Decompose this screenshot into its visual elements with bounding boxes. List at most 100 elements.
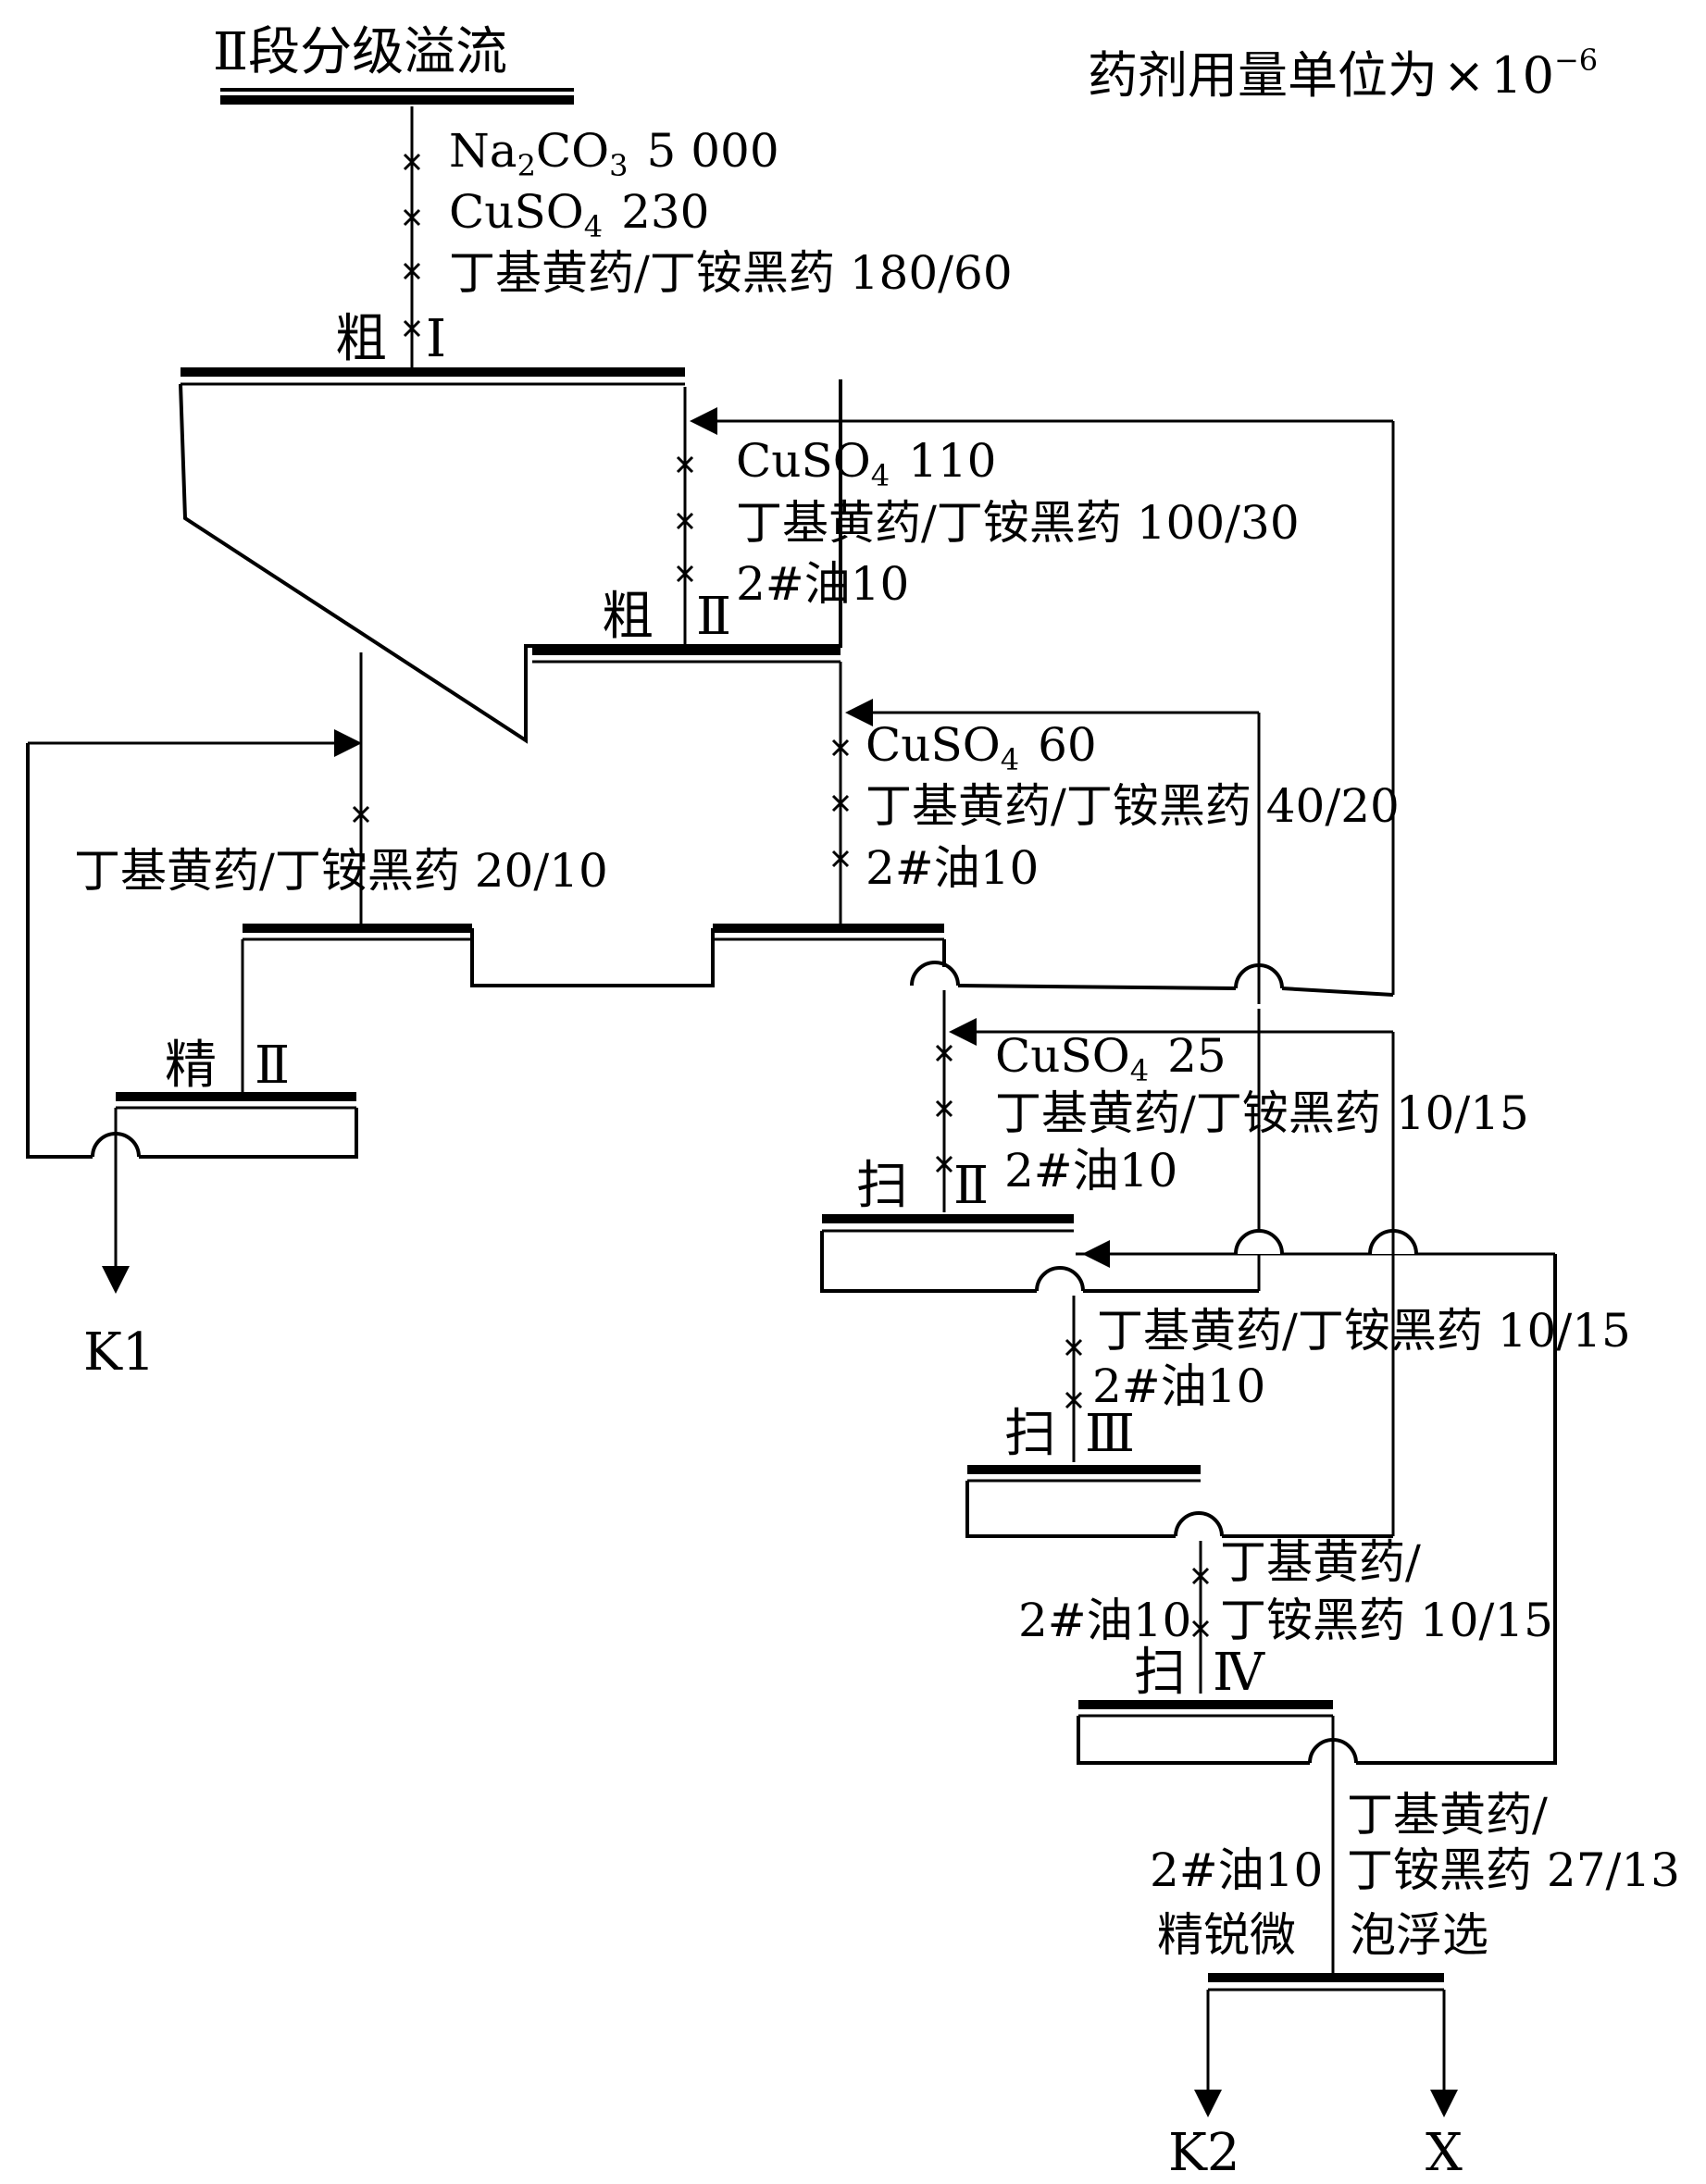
stage-scav2	[820, 1214, 1259, 1293]
stage-scav2-label: 扫 Ⅱ	[856, 1156, 989, 1216]
flow-line-53	[820, 1231, 1037, 1293]
flow-line-42	[139, 1108, 358, 1159]
text-reagents-r1-na2co3_b: CO	[536, 124, 609, 178]
text-reagents-r1-na2co3_s2: 3	[609, 148, 628, 183]
text-reagents-r4-cuso4_v: 60	[1038, 718, 1097, 772]
text-reagents-r5-cuso4_s: 4	[1130, 1053, 1149, 1088]
text-reagents-r6-xanth: 丁基黄药/丁铵黑药 10/15	[1097, 1304, 1631, 1358]
flow-line-54	[1035, 1266, 1085, 1292]
flow-line-66	[965, 1481, 1176, 1538]
text-unit_note-text: 药剂用量单位为	[1088, 46, 1438, 105]
text-reagents-r7-xanth2: 丁铵黑药 10/15	[1220, 1594, 1553, 1647]
svg-text:药剂用量单位为×10−6: 药剂用量单位为×10−6	[1088, 43, 1598, 105]
text-reagents-r5-cuso4_a: CuSO	[995, 1029, 1130, 1083]
stage-rough1	[179, 367, 842, 744]
stage-scav4-label: 扫 Ⅳ	[1134, 1643, 1265, 1703]
flow-line-24	[470, 928, 715, 987]
text-reagents-r1-na2co3_a: Na	[449, 124, 517, 178]
flow-line-35	[1281, 987, 1394, 997]
reagents-r6: 丁基黄药/丁铵黑药 10/15 2#油10	[1092, 1304, 1631, 1413]
flow-line-50	[935, 1155, 953, 1173]
flow-line-28	[831, 850, 850, 868]
product-x: X	[1426, 2123, 1463, 2183]
text-stages-scav3-num: Ⅲ	[1085, 1404, 1135, 1464]
product-k1: K1	[83, 1322, 155, 1383]
text-stages-rough1-num: Ⅰ	[426, 309, 446, 369]
text-reagents-r5-oil: 2#油10	[1004, 1144, 1177, 1197]
stage-rough1-label: 粗 Ⅰ	[335, 309, 446, 369]
stage-scav4	[1077, 1254, 1557, 1765]
flow-line-13	[676, 512, 694, 530]
flow-line-14	[676, 565, 694, 583]
text-reagents-r2-oil: 2#油10	[736, 557, 909, 611]
flow-line-33	[957, 984, 1237, 990]
text-reagents-r2-cuso4_v: 110	[908, 434, 996, 488]
text-reagents-r8-xanth2: 丁铵黑药 27/13	[1347, 1843, 1680, 1897]
text-stages-rough2-prefix: 粗	[602, 587, 654, 647]
reagent-points-r7	[1191, 1567, 1210, 1638]
text-reagents-r1-cuso4_v: 230	[621, 185, 709, 239]
text-reagents-r1-cuso4_s: 4	[584, 209, 603, 244]
reagent-points-r4	[831, 738, 850, 868]
text-stages-micro-left: 精锐微	[1157, 1908, 1296, 1962]
text-reagents-r5-xanth: 丁基黄药/丁铵黑药 10/15	[995, 1086, 1529, 1140]
text-reagents-r4-cuso4_s: 4	[1001, 742, 1019, 777]
flow-line-7	[403, 319, 421, 338]
text-unit_note-times: ×	[1443, 46, 1485, 105]
stage-scav3-label: 扫 Ⅲ	[1004, 1404, 1135, 1464]
text-stages-clean2-num: Ⅱ	[255, 1036, 290, 1096]
stage-scav1	[713, 924, 1394, 997]
text-stages-scav2-num: Ⅱ	[953, 1156, 989, 1216]
flow-line-5	[403, 208, 421, 227]
text-reagents-r7-oil: 2#油10	[1018, 1594, 1191, 1647]
reagent-points-r2	[676, 455, 694, 583]
text-stages-rough2-num: Ⅱ	[696, 587, 731, 647]
text-stages-rough1-prefix: 粗	[335, 309, 387, 369]
text-reagents-r4-xanth: 丁基黄药/丁铵黑药 40/20	[865, 779, 1400, 833]
flow-line-6	[403, 262, 421, 280]
text-reagents-r2-cuso4_a: CuSO	[736, 434, 871, 488]
text-reagents-r1-na2co3_v: 5 000	[647, 124, 779, 178]
stage-micro-label: 精锐微 泡浮选	[1157, 1908, 1488, 1962]
stage-rough2	[532, 646, 841, 664]
flow-line-70	[1191, 1567, 1210, 1585]
stage-scav3	[965, 1465, 1393, 1538]
reagents-r5: CuSO4 25 丁基黄药/丁铵黑药 10/15 2#油10	[995, 1029, 1529, 1197]
flow-line-48	[935, 1044, 953, 1062]
feed-header: Ⅱ段分级溢流	[213, 22, 574, 105]
reagents-r8: 丁基黄药/ 丁铵黑药 27/13 2#油10	[1150, 1788, 1680, 1897]
text-reagents-r5-cuso4_v: 25	[1167, 1029, 1227, 1083]
stage-clean2	[26, 743, 358, 1159]
flow-line-63	[1065, 1391, 1083, 1409]
flow-line-44	[26, 743, 93, 1159]
text-reagents-r8-oil: 2#油10	[1150, 1843, 1323, 1897]
stage-micro	[1208, 1973, 1444, 1992]
text-stages-scav4-prefix: 扫	[1134, 1643, 1186, 1703]
text-stages-micro-right: 泡浮选	[1350, 1908, 1488, 1962]
text-reagents-r1-cuso4_a: CuSO	[449, 185, 584, 239]
flow-line-4	[403, 153, 421, 171]
text-reagents-r4-cuso4_a: CuSO	[865, 718, 1001, 772]
text-reagents-r1-na2co3_s1: 2	[517, 148, 536, 183]
stage-clean1	[243, 924, 715, 987]
flow-line-27	[831, 794, 850, 813]
text-reagents-r7-xanth1: 丁基黄药/	[1220, 1535, 1421, 1589]
flow-line-26	[831, 738, 850, 757]
text-stages-scav2-prefix: 扫	[856, 1156, 908, 1216]
flow-line-76	[1356, 1254, 1557, 1765]
reagent-points-r5	[935, 1044, 953, 1173]
flow-line-74	[1077, 1716, 1310, 1765]
text-reagents-r8-xanth1: 丁基黄药/	[1347, 1788, 1548, 1842]
stage-rough2-label: 粗 Ⅱ	[602, 587, 731, 647]
text-stages-scav3-prefix: 扫	[1004, 1404, 1056, 1464]
text-unit_note-exp: −6	[1554, 43, 1598, 78]
flow-line-62	[1065, 1338, 1083, 1357]
text-reagents-r2-xanth: 丁基黄药/丁铵黑药 100/30	[736, 496, 1300, 550]
